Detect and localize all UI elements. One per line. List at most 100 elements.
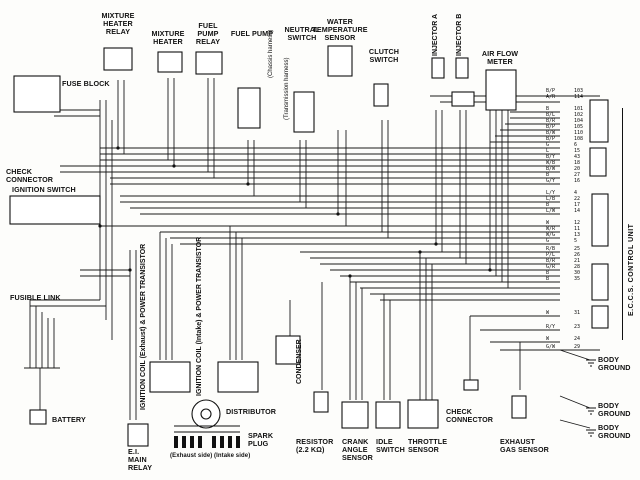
ecu-pin-number-23: 23 [574,324,581,330]
air-flow-meter-label: AIR FLOW METER [481,49,519,66]
ecu-pin-number-110: 110 [574,130,584,136]
ecu-pin-number-101: 101 [574,106,584,112]
check-connector-right-label: CHECK CONNECTOR [446,407,494,424]
body-ground-3-label: BODY GROUND [598,423,631,440]
ecu-pin-wire-101: B [546,106,550,112]
ecu-pin-number-17: 17 [574,202,581,208]
throttle-sensor-label: THROTTLE SENSOR [408,437,448,454]
ecu-pin-wire-29: G/W [546,344,556,350]
distributor-label: DISTRIBUTOR [226,407,277,416]
injector-b-label: INJECTOR B [456,13,463,56]
ecu-pin-number-103: 103 [574,88,584,94]
ecu-pin-wire-21: B/R [546,258,556,264]
ecu-pin-number-12: 12 [574,220,581,226]
ecu-pin-number-11: 11 [574,226,581,232]
ecu-pin-number-16: 16 [574,178,581,184]
ecu-pin-number-29: 29 [574,344,581,350]
ign-coil-exhaust-label: IGNITION COIL (Exhaust) & POWER TRANSIST… [140,243,147,410]
ecu-pin-wire-18: W/B [546,160,556,166]
ecu-pin-wire-24: W [546,336,550,342]
ecu-pin-wire-27: B [546,172,550,178]
ecu-pin-number-13: 13 [574,232,581,238]
ecu-pin-wire-4: L/Y [546,190,556,196]
ecu-pin-number-28: 28 [574,264,581,270]
ecu-pin-number-114: 114 [574,94,584,100]
ecu-pin-number-102: 102 [574,112,584,118]
ecu-pin-number-25: 25 [574,246,581,252]
fuel-pump-label: FUEL PUMP [230,29,274,38]
ecu-pin-wire-23: R/Y [546,324,556,330]
ecu-pin-wire-12: W [546,220,550,226]
ecu-pin-number-35: 35 [574,276,581,282]
ecu-pin-number-30: 30 [574,270,581,276]
fuel-pump-note: (Chassis harness) [268,29,274,78]
ecu-pin-wire-17: B [546,202,550,208]
ign-coil-intake-label: IGNITION COIL (Intake) & POWER TRANSISTO… [196,236,203,396]
ecu-pin-wire-14: L/W [546,208,556,214]
ecu-pin-number-15: 15 [574,148,581,154]
ecu-pin-number-26: 26 [574,252,581,258]
resistor-label: RESISTOR (2.2 kΩ) [296,437,334,454]
idle-switch-label: IDLE SWITCH [376,437,405,454]
ecu-pin-wire-31: W [546,310,550,316]
ecu-pin-number-4: 4 [574,190,578,196]
ecu-pin-wire-108: B/P [546,136,556,142]
battery-label: BATTERY [52,415,86,424]
ecu-pin-wire-15: L [546,148,550,154]
ecu-pin-number-6: 6 [574,142,578,148]
ecu-pin-wire-104: B/R [546,118,556,124]
fuse-block-label: FUSE BLOCK [62,79,110,88]
neutral-switch-label: NEUTRAL SWITCH [284,25,320,42]
condenser-label: CONDENSER [296,339,303,384]
fuel-pump-relay-label: FUEL PUMP RELAY [195,21,221,46]
body-ground-1-label: BODY GROUND [598,355,631,372]
ecu-pin-wire-28: G/R [546,264,556,270]
ecu-label: E.C.C.S. CONTROL UNIT [628,223,635,316]
ecu-pin-number-43: 43 [574,154,581,160]
clutch-switch-label: CLUTCH SWITCH [368,47,400,64]
ecu-pin-wire-20: B/W [546,166,556,172]
ecu-pin-number-108: 108 [574,136,584,142]
ecu-pin-wire-26: P/L [546,252,556,258]
ecu-pin-wire-22: L/B [546,196,556,202]
ecu-pin-number-27: 27 [574,172,581,178]
ei-main-relay-label: E.I. MAIN RELAY [128,447,153,472]
ecu-pin-wire-30: B [546,270,550,276]
spark-plug-label: SPARK PLUG [248,431,274,448]
exhaust-gas-sensor-label: EXHAUST GAS SENSOR [500,437,549,454]
mixture-heater-relay-label: MIXTURE HEATER RELAY [101,11,135,36]
intake-side-label: (Intake side) [214,453,251,459]
ecu-pin-number-14: 14 [574,208,581,214]
mixture-heater-label: MIXTURE HEATER [151,29,185,46]
ecu-pin-number-22: 22 [574,196,581,202]
ecu-pin-wire-11: W/R [546,226,556,232]
ecu-pin-wire-103: B/P [546,88,556,94]
body-ground-2-label: BODY GROUND [598,401,631,418]
ecu-pin-wire-35: B [546,276,550,282]
ecu-pin-number-104: 104 [574,118,584,124]
ecu-pin-wire-6: G [546,142,550,148]
ecu-pin-wire-13: W/G [546,232,556,238]
ecu-pin-number-21: 21 [574,258,581,264]
water-temp-sensor-label: WATER TEMPERATURE SENSOR [312,17,368,42]
fusible-link-label: FUSIBLE LINK [10,293,61,302]
ecu-pin-wire-114: A/R [546,94,556,100]
ecu-pin-wire-5: G [546,238,550,244]
check-connector-left-label: CHECK CONNECTOR [6,167,54,184]
ecu-pin-wire-110: B/W [546,130,556,136]
ignition-switch-label: IGNITION SWITCH [12,185,76,194]
ecu-pin-number-105: 105 [574,124,584,130]
exhaust-side-label: (Exhaust side) [170,453,213,459]
ecu-body [622,108,637,340]
ecu-pin-wire-43: B/Y [546,154,556,160]
ecu-pin-wire-105: B/P [546,124,556,130]
ecu-pin-wire-102: B/L [546,112,556,118]
transmission-harness-note: (Transmission harness) [284,57,290,120]
ecu-pin-number-5: 5 [574,238,578,244]
ecu-pin-number-24: 24 [574,336,581,342]
ecu-pin-wire-25: R/B [546,246,556,252]
ecu-pin-number-31: 31 [574,310,581,316]
ecu-pin-wire-16: G/Y [546,178,556,184]
ecu-pin-number-18: 18 [574,160,581,166]
